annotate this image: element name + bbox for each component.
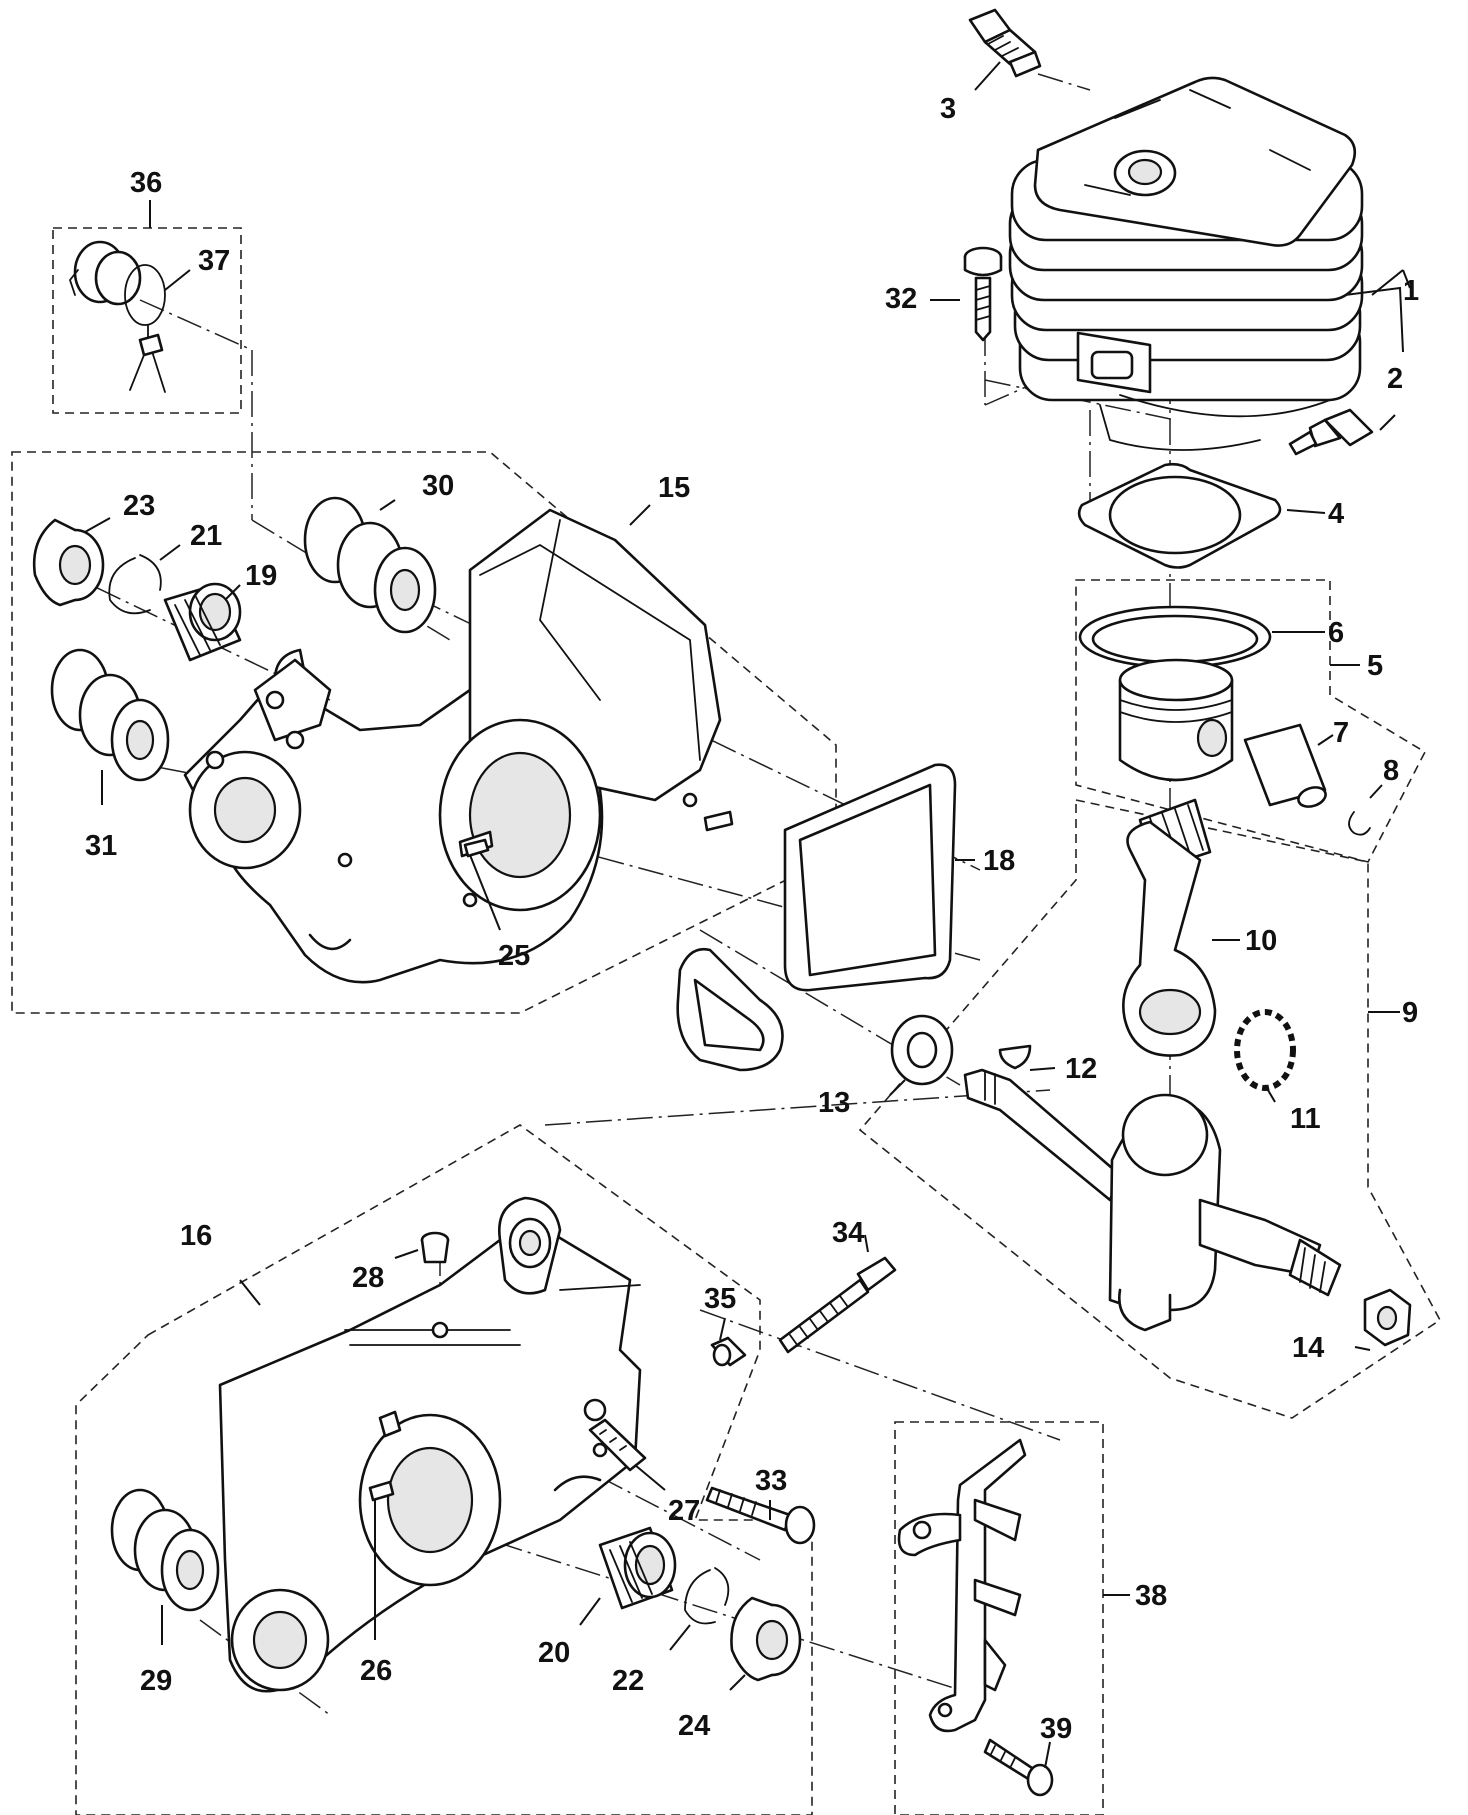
callout-33: 33 (755, 1465, 787, 1497)
callout-3: 3 (940, 93, 956, 125)
circlip-8 (1348, 811, 1371, 836)
adjuster-35 (710, 1336, 747, 1367)
callout-29: 29 (140, 1665, 172, 1697)
callout-23: 23 (123, 490, 155, 522)
woodruff-key (998, 1044, 1032, 1070)
needle-cage (1234, 1009, 1296, 1091)
callout-26: 26 (360, 1655, 392, 1687)
dowel-27 (588, 1418, 647, 1472)
callout-25: 25 (498, 940, 530, 972)
callout-24: 24 (678, 1710, 710, 1742)
piston-ring (1078, 605, 1272, 669)
leader-lines (84, 61, 1411, 1769)
callout-22: 22 (612, 1665, 644, 1697)
callout-38: 38 (1135, 1580, 1167, 1612)
callout-16: 16 (180, 1220, 212, 1252)
group-outline-16 (75, 1124, 813, 1815)
callout-14: 14 (1292, 1332, 1324, 1364)
callout-35: 35 (704, 1283, 736, 1315)
callout-13: 13 (818, 1087, 850, 1119)
callout-9: 9 (1402, 997, 1418, 1029)
callout-2: 2 (1387, 363, 1403, 395)
screw-39 (983, 1738, 1054, 1797)
seal-24 (730, 1596, 802, 1682)
piston (1118, 658, 1234, 782)
callout-10: 10 (1245, 925, 1277, 957)
callout-4: 4 (1328, 498, 1344, 530)
callout-30: 30 (422, 470, 454, 502)
callout-6: 6 (1328, 617, 1344, 649)
strap-37 (124, 264, 166, 393)
piston-pin (1243, 723, 1327, 808)
callout-8: 8 (1383, 755, 1399, 787)
callout-27: 27 (668, 1495, 700, 1527)
cylinder-gasket (1077, 462, 1282, 569)
group-outline-9 (858, 799, 1442, 1419)
cap-36 (68, 240, 142, 306)
bearing-20 (598, 1526, 677, 1610)
dowel-26 (368, 1480, 395, 1502)
callout-20: 20 (538, 1637, 570, 1669)
mount-31 (50, 648, 170, 782)
crank-nut (1363, 1288, 1412, 1347)
spark-plug (968, 8, 1042, 78)
callout-34: 34 (832, 1217, 864, 1249)
group-outline-36 (52, 227, 242, 414)
callout-12: 12 (1065, 1053, 1097, 1085)
cylinder (1008, 76, 1364, 451)
fitting-2 (1288, 408, 1374, 456)
callout-36: 36 (130, 167, 162, 199)
callout-19: 19 (245, 560, 277, 592)
callout-28: 28 (352, 1262, 384, 1294)
callout-21: 21 (190, 520, 222, 552)
callout-11: 11 (1290, 1103, 1321, 1135)
mount-29 (110, 1488, 220, 1612)
callout-5: 5 (1367, 650, 1383, 682)
mount-30 (303, 496, 437, 634)
group-outline-5 (1075, 579, 1427, 863)
callout-7: 7 (1333, 717, 1349, 749)
plug-28 (420, 1231, 450, 1264)
gasket-18 (783, 763, 957, 992)
crankshaft (963, 1068, 1342, 1332)
circlip-21 (108, 554, 162, 615)
screw-34 (778, 1256, 897, 1354)
callout-15: 15 (658, 472, 690, 504)
callout-31: 31 (85, 830, 117, 862)
callout-32: 32 (885, 283, 917, 315)
callout-1: 1 (1403, 275, 1419, 307)
crankcase-half-16 (218, 1196, 642, 1693)
callout-labels: 1 2 3 4 5 6 7 8 9 10 11 12 13 14 15 16 1… (85, 93, 1419, 1745)
bracket-38 (897, 1438, 1027, 1733)
callout-39: 39 (1040, 1713, 1072, 1745)
crankcase-half-15 (183, 508, 734, 984)
seal-23 (32, 518, 105, 607)
dowel-25 (463, 838, 490, 858)
callout-18: 18 (983, 845, 1015, 877)
circlip-22 (684, 1567, 730, 1625)
screw-32 (963, 246, 1003, 342)
callout-37: 37 (198, 245, 230, 277)
connecting-rod (1122, 820, 1217, 1057)
thrust-washer (890, 1014, 954, 1086)
gasket-small (676, 947, 784, 1072)
group-outline-38 (894, 1421, 1104, 1815)
